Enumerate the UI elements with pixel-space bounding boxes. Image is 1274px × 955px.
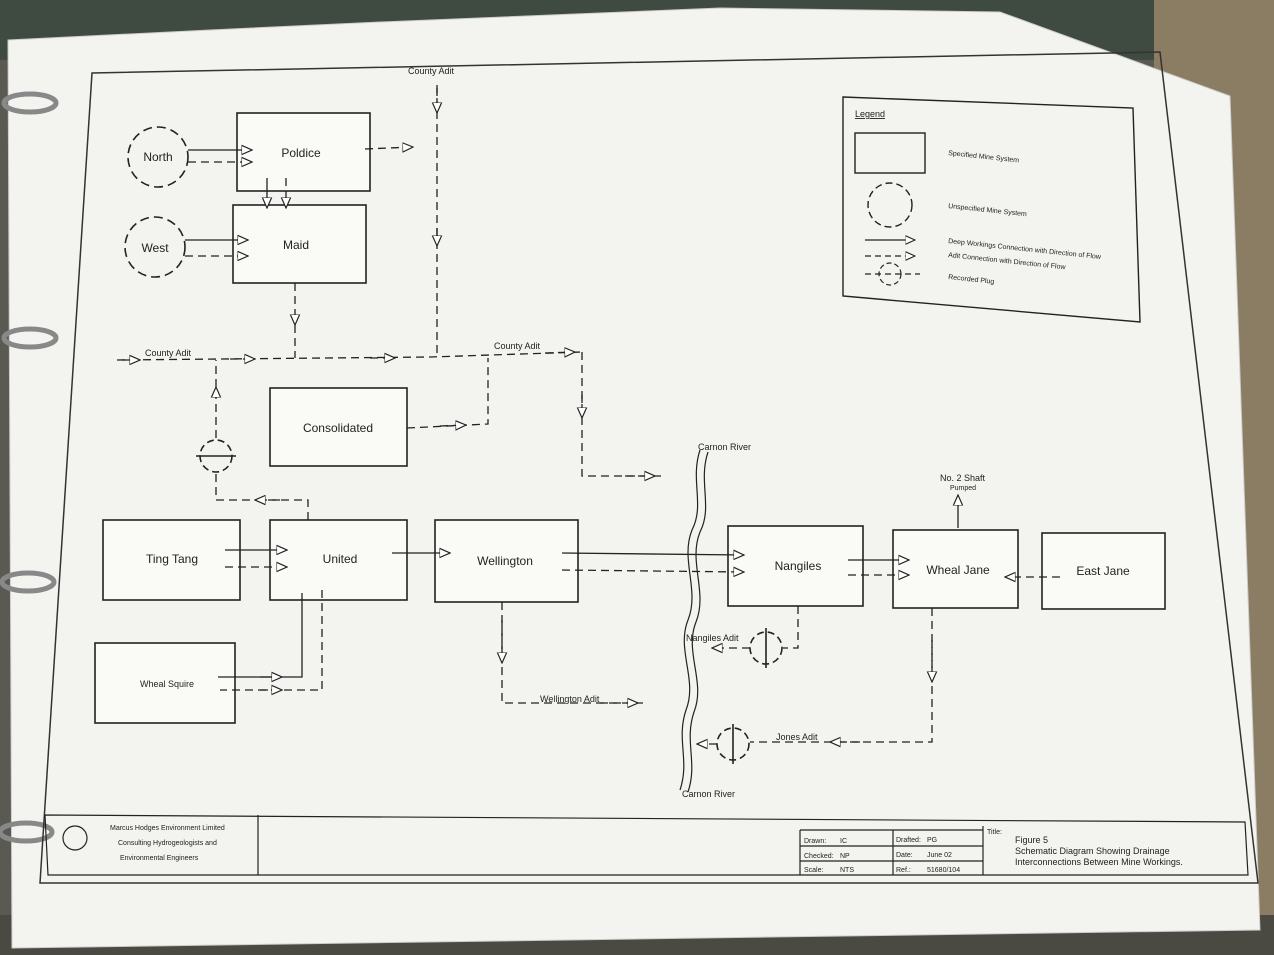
drawn-label: Drawn:	[804, 838, 826, 845]
label-carnon-river-top: Carnon River	[698, 442, 751, 452]
scale-label: Scale:	[804, 867, 824, 874]
label-no2-shaft: No. 2 Shaft	[940, 473, 986, 483]
checked-value: NP	[840, 853, 850, 860]
drafted-value: PG	[927, 837, 937, 844]
drawn-value: IC	[840, 838, 847, 845]
label-jones-adit: Jones Adit	[776, 732, 818, 742]
date-value: June 02	[927, 852, 952, 859]
label-poldice: Poldice	[281, 146, 321, 160]
legend-title: Legend	[855, 109, 885, 119]
label-consolidated: Consolidated	[303, 421, 373, 435]
label-west: West	[141, 241, 169, 255]
figure-title-2: Interconnections Between Mine Workings.	[1015, 857, 1183, 867]
label-wheal-squire: Wheal Squire	[140, 679, 194, 689]
label-north: North	[143, 150, 172, 164]
label-wheal-jane: Wheal Jane	[926, 563, 990, 577]
ref-value: 51680/104	[927, 867, 960, 874]
company-name: Marcus Hodges Environment Limited	[110, 825, 225, 832]
label-county-adit-top: County Adit	[408, 66, 455, 76]
ref-label: Ref.:	[896, 867, 911, 874]
checked-label: Checked:	[804, 853, 834, 860]
label-wellington-adit: Wellington Adit	[540, 694, 600, 704]
figure-title-1: Schematic Diagram Showing Drainage	[1015, 846, 1170, 856]
scale-value: NTS	[840, 867, 854, 874]
label-wellington: Wellington	[477, 554, 533, 568]
label-nangiles-adit: Nangiles Adit	[686, 633, 739, 643]
label-ting-tang: Ting Tang	[146, 552, 198, 566]
drafted-label: Drafted:	[896, 837, 921, 844]
label-nangiles: Nangiles	[775, 559, 822, 573]
label-county-adit-mid: County Adit	[494, 341, 541, 351]
company-line3: Environmental Engineers	[120, 855, 199, 862]
label-pumped: Pumped	[950, 485, 976, 492]
paper	[8, 8, 1260, 948]
company-line2: Consulting Hydrogeologists and	[118, 840, 217, 847]
label-maid: Maid	[283, 238, 309, 252]
date-label: Date:	[896, 852, 913, 859]
label-carnon-river-bottom: Carnon River	[682, 789, 735, 799]
label-united: United	[323, 552, 358, 566]
label-east-jane: East Jane	[1076, 564, 1130, 578]
title-label: Title:	[987, 829, 1002, 836]
figure-number: Figure 5	[1015, 835, 1048, 845]
label-county-adit-left: County Adit	[145, 348, 192, 358]
